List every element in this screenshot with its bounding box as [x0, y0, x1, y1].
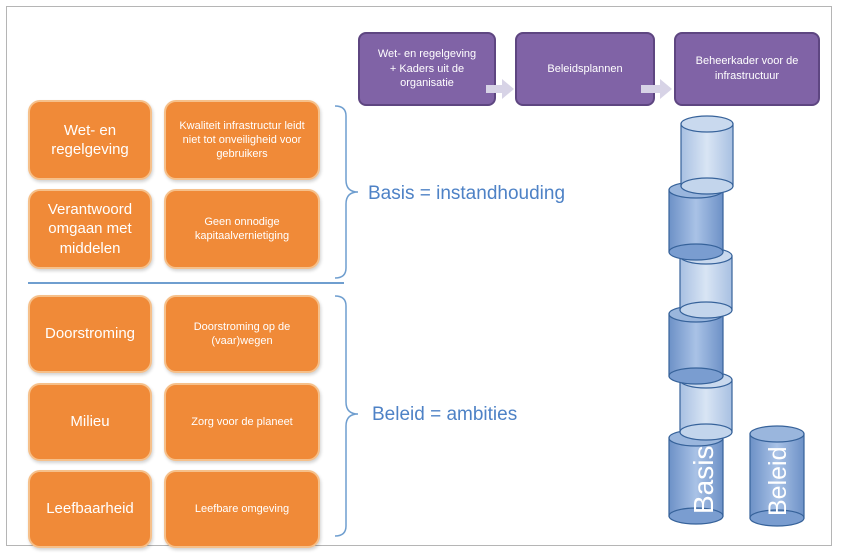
beleid-cylinder [749, 425, 805, 527]
process-step-management-framework: Beheerkader voor de infrastructuur [674, 32, 820, 106]
stack-cylinder-1 [680, 115, 734, 195]
effect-veiligheid: Kwaliteit infrastructur leidt niet tot o… [164, 100, 320, 180]
effect-leefbare-omgeving: Leefbare omgeving [164, 470, 320, 548]
effect-doorstroming: Doorstroming op de (vaar)wegen [164, 295, 320, 373]
effect-kapitaalvernietiging: Geen onnodige kapitaalvernietiging [164, 189, 320, 269]
basis-cylinder [668, 429, 724, 525]
driver-wet-en-regelgeving: Wet- en regelgeving [28, 100, 152, 180]
driver-leefbaarheid: Leefbaarheid [28, 470, 152, 548]
brace-beleid [334, 295, 359, 537]
stack-cylinder-4 [668, 305, 724, 385]
process-step-policy-plans: Beleidsplannen [515, 32, 655, 106]
basis-label: Basis = instandhouding [368, 183, 566, 204]
beleid-cylinder-label: Beleid [764, 447, 792, 517]
basis-cylinder-label: Basis [688, 446, 719, 514]
arrow-step2-to-step3 [641, 79, 672, 99]
driver-verantwoord-omgaan: Verantwoord omgaan met middelen [28, 189, 152, 269]
diagram-frame [6, 6, 832, 546]
effect-planeet: Zorg voor de planeet [164, 383, 320, 461]
brace-basis [334, 105, 359, 279]
arrow-step1-to-step2 [486, 79, 514, 99]
driver-milieu: Milieu [28, 383, 152, 461]
beleid-label: Beleid = ambities [372, 404, 518, 425]
group-divider [28, 282, 344, 284]
driver-doorstroming: Doorstroming [28, 295, 152, 373]
process-step-legislation: Wet- en regelgeving + Kaders uit de orga… [358, 32, 496, 106]
stack-cylinder-2 [668, 181, 724, 261]
